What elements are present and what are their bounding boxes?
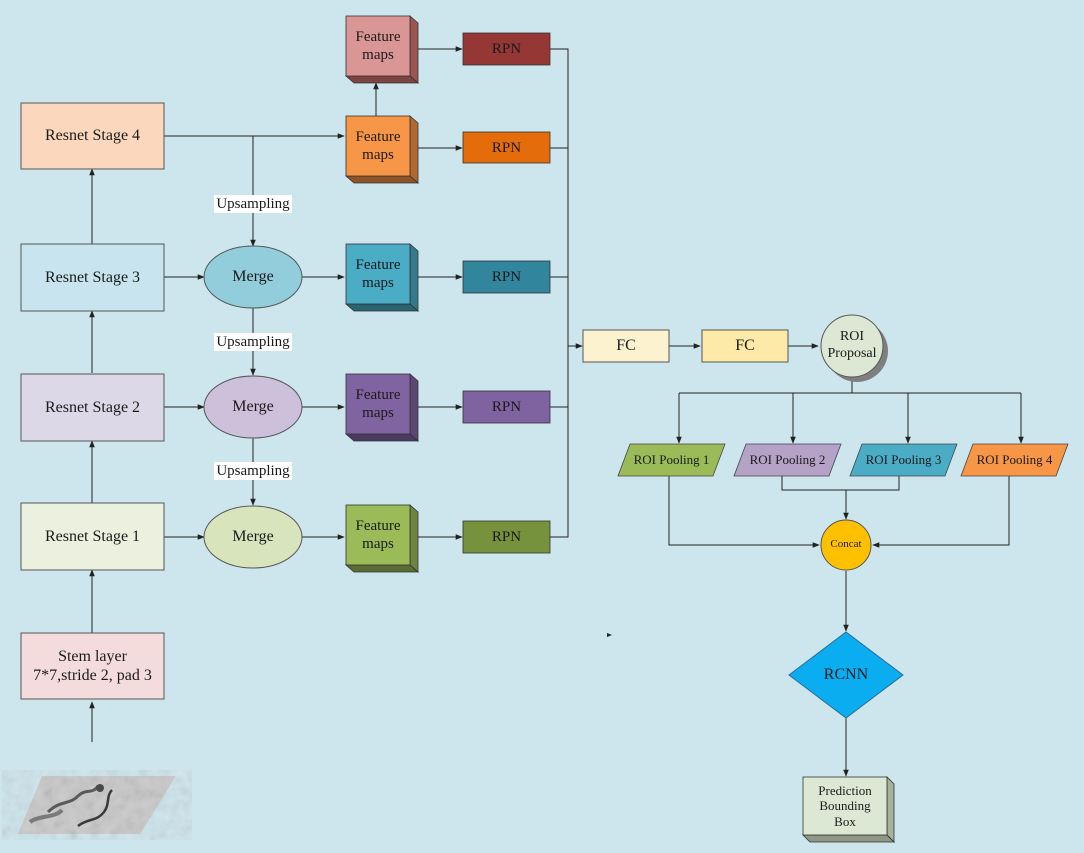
- feature-maps-2-block: [344, 373, 420, 442]
- rpn-3-box: [462, 260, 551, 294]
- connector-lines: [89, 46, 1024, 777]
- roi-pooling-2-shape: [733, 443, 842, 477]
- merge-2-ellipse: [203, 375, 303, 439]
- resnet-stage-4-box: [20, 102, 165, 170]
- stem-layer-box: [20, 632, 165, 700]
- resnet-stage-3-box: [20, 243, 165, 312]
- roi-proposal-circle: [820, 314, 884, 378]
- marker-dot: [607, 633, 612, 637]
- feature-maps-top-block: [344, 15, 420, 84]
- rpn-2-box: [462, 390, 551, 424]
- fc-2-box: [701, 329, 789, 363]
- resnet-stage-1-box: [20, 502, 165, 571]
- resnet-stage-2-box: [20, 373, 165, 442]
- concat-circle: [820, 519, 872, 571]
- roi-pooling-1-shape: [617, 443, 726, 477]
- feature-maps-1-block: [344, 504, 420, 573]
- feature-maps-3-block: [344, 243, 420, 312]
- fc-1-box: [582, 329, 670, 363]
- roi-pooling-4-shape: [960, 443, 1069, 477]
- input-image: [18, 776, 176, 834]
- merge-3-ellipse: [203, 245, 303, 309]
- feature-maps-4-block: [344, 115, 420, 184]
- rpn-1-box: [462, 520, 551, 554]
- roi-pooling-3-shape: [849, 443, 958, 477]
- rpn-4-box: [462, 131, 551, 164]
- rpn-top-box: [462, 32, 551, 66]
- merge-1-ellipse: [203, 505, 303, 569]
- prediction-box-block: [802, 776, 895, 843]
- rcnn-diamond: [788, 631, 904, 719]
